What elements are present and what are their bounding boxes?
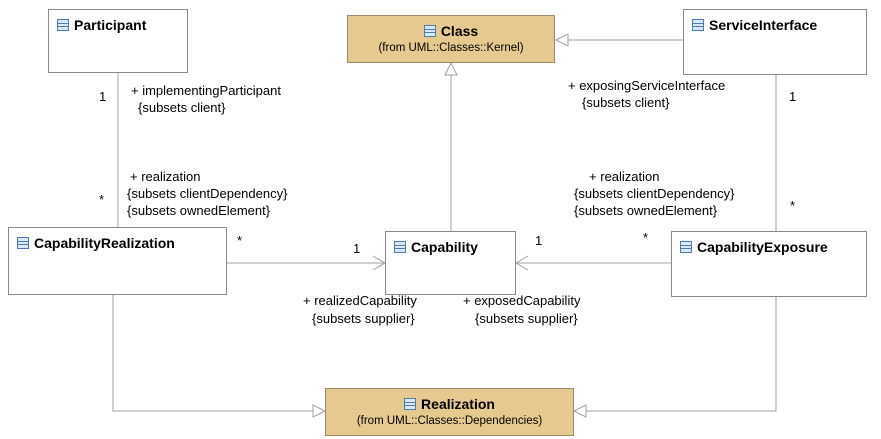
multiplicity-capability-end: 1 (353, 241, 361, 256)
role-constraint: {subsets ownedElement} (127, 203, 271, 218)
multiplicity-capability-end: 1 (535, 233, 543, 248)
class-name: CapabilityRealization (34, 235, 175, 251)
class-realization[interactable]: Realization (from UML::Classes::Dependen… (325, 388, 574, 436)
role-implementing-participant: + implementingParticipant (131, 83, 281, 98)
class-class[interactable]: Class (from UML::Classes::Kernel) (347, 15, 555, 63)
class-icon (394, 241, 406, 253)
generalization-arrowhead-realization-right (572, 404, 587, 418)
generalization-arrowhead-capability (444, 61, 458, 76)
role-realized-capability: + realizedCapability (303, 293, 417, 308)
class-name: Participant (74, 17, 147, 33)
class-name: Class (440, 23, 479, 39)
class-name: CapabilityExposure (697, 239, 828, 255)
class-participant[interactable]: Participant (48, 9, 188, 73)
class-origin: (from UML::Classes::Kernel) (378, 42, 524, 54)
role-constraint: {subsets supplier} (475, 311, 578, 326)
role-realization: + realization (589, 169, 660, 184)
class-icon (57, 19, 69, 31)
class-icon (423, 25, 436, 37)
role-constraint: {subsets ownedElement} (574, 203, 718, 218)
class-icon (680, 241, 692, 253)
role-constraint: {subsets clientDependency} (574, 186, 735, 201)
generalization-arrowhead-realization-left (312, 404, 327, 418)
class-icon (17, 237, 29, 249)
multiplicity-realization: * (99, 192, 105, 207)
multiplicity-realization-end: * (237, 233, 243, 248)
class-origin: (from UML::Classes::Dependencies) (356, 415, 543, 427)
multiplicity-serviceinterface: 1 (789, 89, 797, 104)
role-realization: + realization (130, 169, 201, 184)
role-exposed-capability: + exposedCapability (463, 293, 581, 308)
class-capability[interactable]: Capability (385, 231, 516, 295)
role-exposing-serviceinterface: + exposingServiceInterface (568, 78, 726, 93)
class-name: Realization (421, 396, 495, 412)
class-capabilityrealization[interactable]: CapabilityRealization (8, 227, 227, 295)
class-icon (692, 19, 704, 31)
class-name: ServiceInterface (709, 17, 818, 33)
multiplicity-participant: 1 (99, 89, 107, 104)
class-name: Capability (411, 239, 478, 255)
role-constraint: {subsets supplier} (312, 311, 415, 326)
generalization-realization-right (586, 297, 777, 412)
generalization-arrowhead-serviceinterface (554, 33, 569, 47)
role-constraint: {subsets client} (582, 95, 670, 110)
assoc-arrowhead-exposure-capability (515, 255, 529, 271)
multiplicity-exposure-end: * (643, 230, 649, 245)
multiplicity-exposure: * (790, 198, 796, 213)
generalization-realization-left (112, 295, 313, 412)
class-capabilityexposure[interactable]: CapabilityExposure (671, 231, 867, 297)
role-constraint: {subsets clientDependency} (127, 186, 288, 201)
role-constraint: {subsets client} (138, 100, 226, 115)
class-serviceinterface[interactable]: ServiceInterface (683, 9, 867, 75)
class-icon (404, 398, 417, 410)
